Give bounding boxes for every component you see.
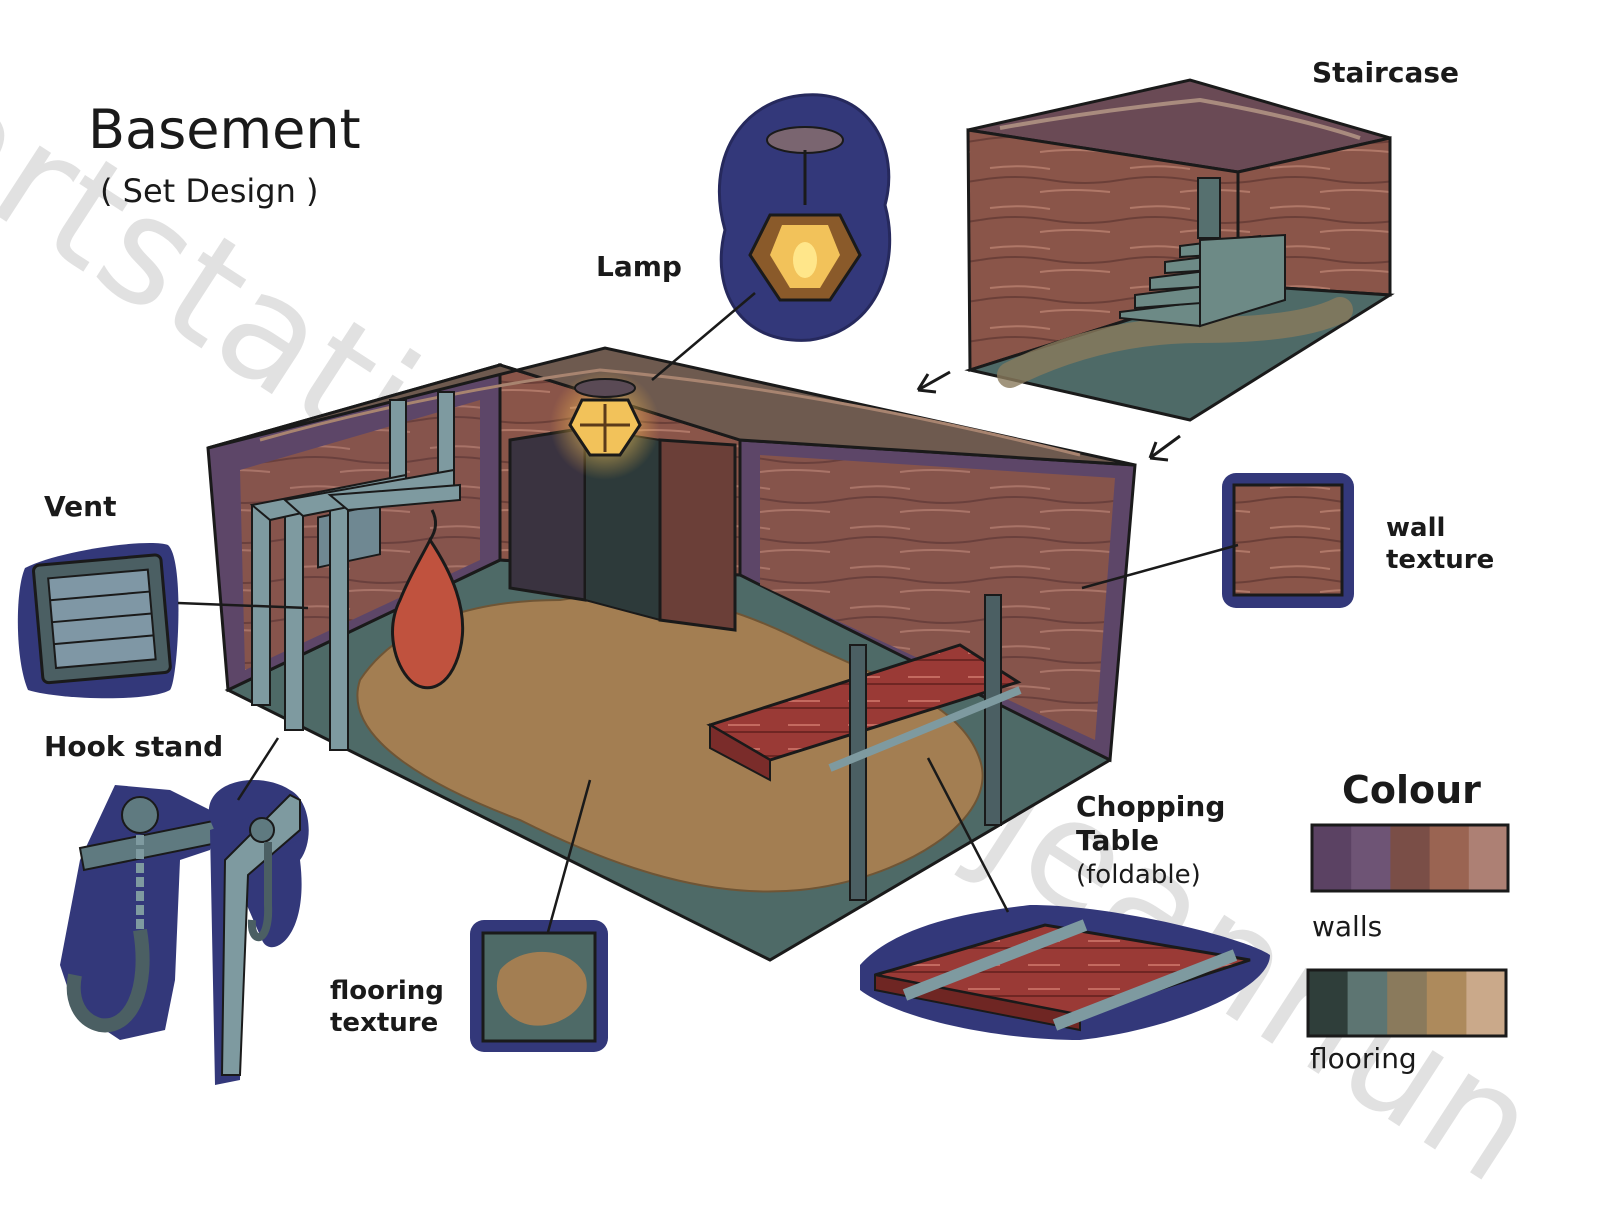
walls-palette-border [1310, 823, 1510, 893]
walls-palette [1310, 823, 1510, 893]
flooring-palette-label: flooring [1310, 1042, 1417, 1075]
flooring-texture-label-line2: texture [330, 1008, 439, 1038]
staircase-scene [964, 78, 1395, 422]
chopping-table-label-line3: (foldable) [1076, 860, 1201, 890]
lamp-label: Lamp [596, 250, 682, 283]
wall-texture-swatch [1222, 473, 1354, 608]
walls-palette-label: walls [1312, 910, 1383, 943]
hanging-meat [391, 537, 465, 690]
hook-stand-label: Hook stand [44, 730, 224, 763]
chopping-table-label-line1: Chopping [1076, 790, 1226, 823]
set-design-sheet: artstation.com/bjeannun [0, 40, 1569, 1218]
wall-texture-label-line2: texture [1386, 545, 1495, 575]
callout-lines [177, 292, 1239, 933]
palette-title: Colour [1342, 768, 1481, 812]
chopping-table-icon [860, 905, 1270, 1040]
room-chopping-table [706, 594, 1022, 901]
walls-swatch-3 [1390, 825, 1431, 891]
flooring-swatch-2 [1347, 970, 1388, 1036]
walls-swatch-4 [1429, 825, 1470, 891]
page-subtitle: ( Set Design ) [100, 172, 319, 210]
illustration-canvas [17, 78, 1510, 1085]
direction-arrows [916, 370, 1181, 462]
wall-texture-label-line1: wall [1386, 513, 1446, 543]
flooring-swatch-1 [1308, 970, 1349, 1036]
walls-swatch-5 [1468, 825, 1509, 891]
flooring-texture-label-line1: flooring [330, 976, 444, 1006]
walls-swatch-2 [1351, 825, 1391, 891]
basement-room [206, 346, 1137, 962]
flooring-swatch-4 [1426, 970, 1467, 1036]
vent-icon [17, 542, 179, 699]
chopping-table-label-line2: Table [1076, 824, 1160, 857]
room-ceiling [207, 346, 1136, 467]
flooring-swatch-3 [1387, 970, 1428, 1036]
vent-label: Vent [44, 490, 117, 523]
flooring-palette-border [1306, 968, 1508, 1038]
flooring-swatch-5 [1466, 970, 1507, 1036]
walls-swatch-1 [1312, 825, 1352, 891]
room-lamp [568, 378, 642, 457]
floor-dirt-patch [356, 593, 984, 893]
hook-icon [60, 780, 309, 1085]
lamp-icon [717, 93, 892, 342]
page-title: Basement [88, 98, 361, 161]
staircase-label: Staircase [1312, 56, 1459, 89]
flooring-texture-swatch [470, 920, 608, 1052]
flooring-palette [1306, 968, 1508, 1038]
room-hook-stand [249, 391, 461, 751]
